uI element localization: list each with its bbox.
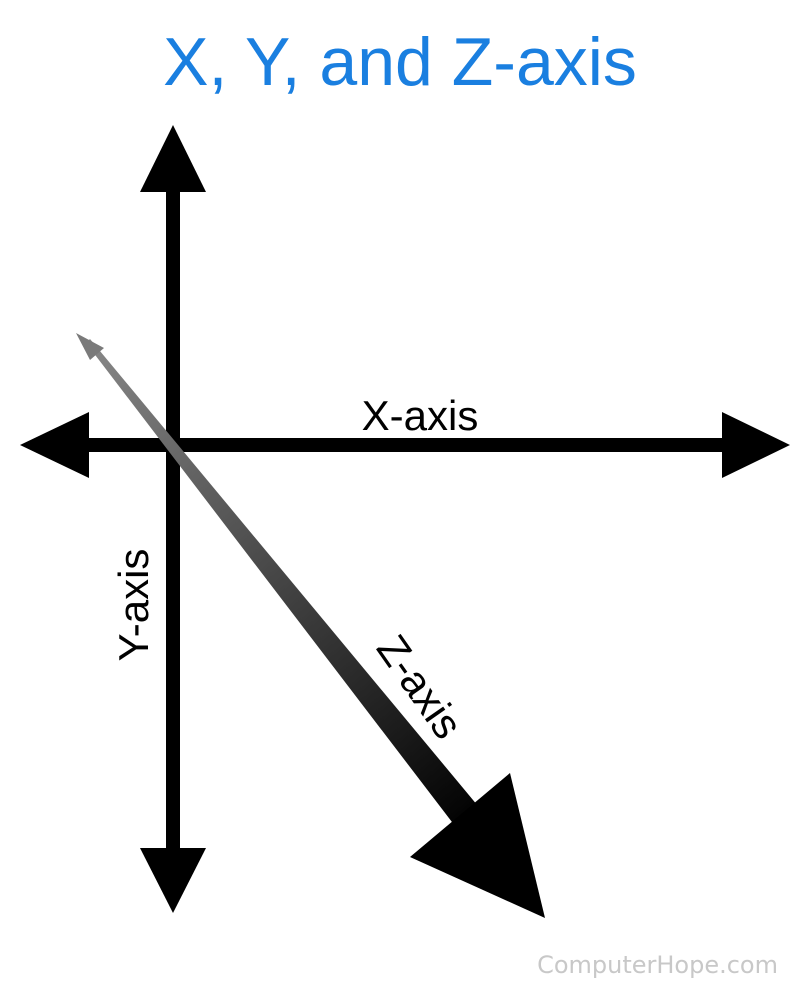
x-axis-line [85, 438, 725, 452]
y-axis-label: Y-axis [110, 549, 157, 662]
z-axis-back-arrowhead-icon [76, 333, 104, 360]
z-axis-line [86, 339, 478, 826]
z-axis [76, 333, 545, 918]
x-axis-label: X-axis [362, 392, 479, 439]
watermark: ComputerHope.com [537, 951, 778, 979]
y-axis [140, 125, 206, 913]
z-axis-front-arrowhead-icon [410, 773, 545, 918]
x-axis-left-arrowhead-icon [20, 412, 89, 478]
diagram-title: X, Y, and Z-axis [163, 24, 637, 100]
y-axis-down-arrowhead-icon [140, 848, 206, 913]
x-axis [20, 412, 790, 478]
x-axis-right-arrowhead-icon [722, 412, 790, 478]
y-axis-line [166, 185, 180, 855]
y-axis-up-arrowhead-icon [140, 125, 206, 192]
